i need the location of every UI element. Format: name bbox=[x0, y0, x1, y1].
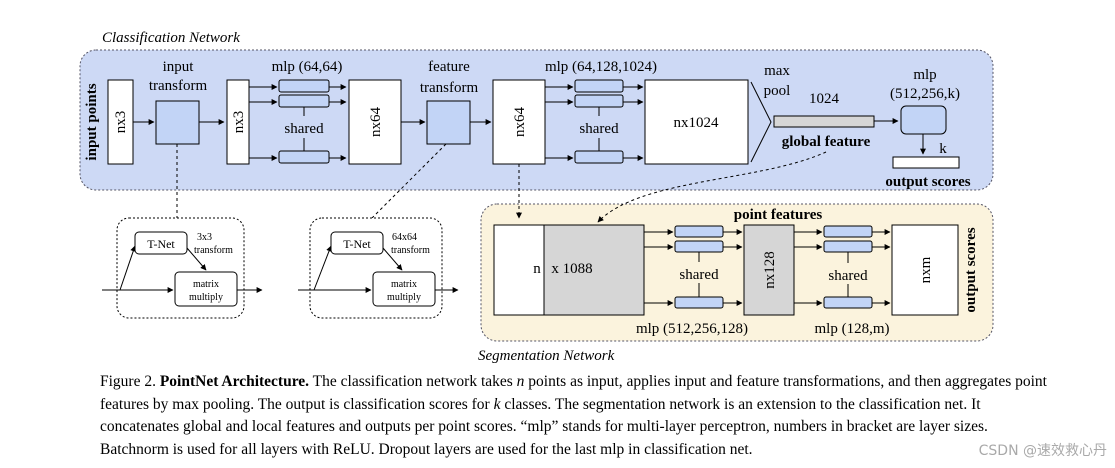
tnet2-label: T-Net bbox=[343, 237, 371, 251]
concat-global-box bbox=[543, 224, 645, 316]
tnet1-label: T-Net bbox=[147, 237, 175, 251]
mlp3-label-1: mlp bbox=[913, 67, 936, 83]
max-pool-symbol bbox=[750, 81, 772, 163]
caption-label: Figure 2. bbox=[100, 373, 156, 390]
input-transform-box bbox=[155, 100, 200, 145]
mlp1-block bbox=[249, 79, 347, 164]
input-nx3-box bbox=[107, 79, 134, 165]
concat-1088-label: x 1088 bbox=[551, 261, 592, 277]
concat-n-label: n bbox=[533, 261, 541, 277]
watermark: CSDN @速效救心丹 bbox=[978, 443, 1107, 459]
mlp4-block bbox=[644, 225, 743, 309]
nx128-box bbox=[743, 224, 795, 316]
tnet2-matrix-1: matrix bbox=[391, 279, 417, 290]
max-pool-label-1: max bbox=[764, 63, 790, 79]
caption-k: k bbox=[493, 395, 501, 413]
tnet1-matrix-2: multiply bbox=[189, 292, 223, 303]
caption-title: PointNet Architecture. bbox=[159, 373, 310, 390]
caption-n: n bbox=[516, 373, 525, 390]
tnet2-transform-1: 64x64 bbox=[392, 232, 417, 243]
mlp5-shared: shared bbox=[828, 268, 868, 284]
output-scores-label: output scores bbox=[885, 174, 970, 190]
mlp1-shared: shared bbox=[284, 121, 324, 137]
feature-transform-label-2: transform bbox=[420, 80, 479, 96]
mlp5-block bbox=[794, 225, 891, 309]
tnet1-matrix-1: matrix bbox=[193, 279, 219, 290]
tnet2-matrix-2: multiply bbox=[387, 292, 421, 303]
output-scores-bar bbox=[892, 156, 960, 169]
tnet-panel-2: T-Net 64x64 transform matrix multiply bbox=[298, 217, 459, 319]
seg-output-scores-label: output scores bbox=[963, 227, 979, 312]
mlp2-block bbox=[545, 79, 644, 164]
global-feature-label: global feature bbox=[782, 134, 871, 150]
mlp4-shared: shared bbox=[679, 267, 719, 283]
mlp3-box bbox=[900, 105, 947, 135]
global-dim-label: 1024 bbox=[809, 91, 840, 107]
caption-text-1: The classification network takes bbox=[309, 373, 517, 390]
tnet1-transform-1: 3x3 bbox=[197, 232, 212, 243]
mlp5-label: mlp (128,m) bbox=[815, 321, 890, 337]
nxm-box bbox=[891, 224, 959, 316]
mlp3-label-2: (512,256,k) bbox=[890, 86, 960, 102]
mlp1-label: mlp (64,64) bbox=[272, 59, 343, 75]
input-nx3-label: nx3 bbox=[113, 111, 129, 134]
figure-caption: Figure 2. PointNet Architecture. The cla… bbox=[100, 371, 1060, 461]
nx1024-label: nx1024 bbox=[674, 115, 720, 131]
nx64-label-a: nx64 bbox=[368, 107, 384, 138]
feature-transform-label-1: feature bbox=[428, 59, 470, 75]
nxm-label: nxm bbox=[918, 256, 934, 283]
nx1024-box bbox=[644, 79, 749, 165]
max-pool-label-2: pool bbox=[764, 83, 791, 99]
concat-local-box bbox=[493, 224, 545, 316]
mlp2-shared: shared bbox=[579, 121, 619, 137]
nx128-label: nx128 bbox=[762, 251, 778, 289]
global-feature-connector bbox=[597, 151, 827, 223]
tnet-panel-1: T-Net 3x3 transform matrix multiply bbox=[102, 217, 263, 319]
segmentation-title: Segmentation Network bbox=[478, 348, 615, 364]
transformed-nx3-box bbox=[226, 79, 250, 165]
feature-transform-box bbox=[426, 100, 471, 145]
nx64-box-b bbox=[492, 79, 546, 165]
caption-text-2: points as input, applies input and featu… bbox=[100, 373, 1047, 413]
tnet1-transform-2: transform bbox=[194, 245, 233, 256]
classification-title: Classification Network bbox=[102, 30, 240, 46]
nx64-label-b: nx64 bbox=[512, 107, 528, 138]
mlp4-label: mlp (512,256,128) bbox=[636, 321, 748, 337]
k-label: k bbox=[939, 141, 947, 157]
global-feature-bar bbox=[773, 115, 875, 128]
input-points-label: input points bbox=[84, 83, 100, 160]
caption-text-3: classes. The segmentation network is an … bbox=[100, 395, 988, 458]
input-transform-label-2: transform bbox=[149, 78, 208, 94]
point-features-label: point features bbox=[734, 207, 823, 223]
mlp2-label: mlp (64,128,1024) bbox=[545, 59, 657, 75]
input-transform-label-1: input bbox=[163, 59, 195, 75]
transformed-nx3-label: nx3 bbox=[231, 111, 247, 134]
tnet2-transform-2: transform bbox=[391, 245, 430, 256]
